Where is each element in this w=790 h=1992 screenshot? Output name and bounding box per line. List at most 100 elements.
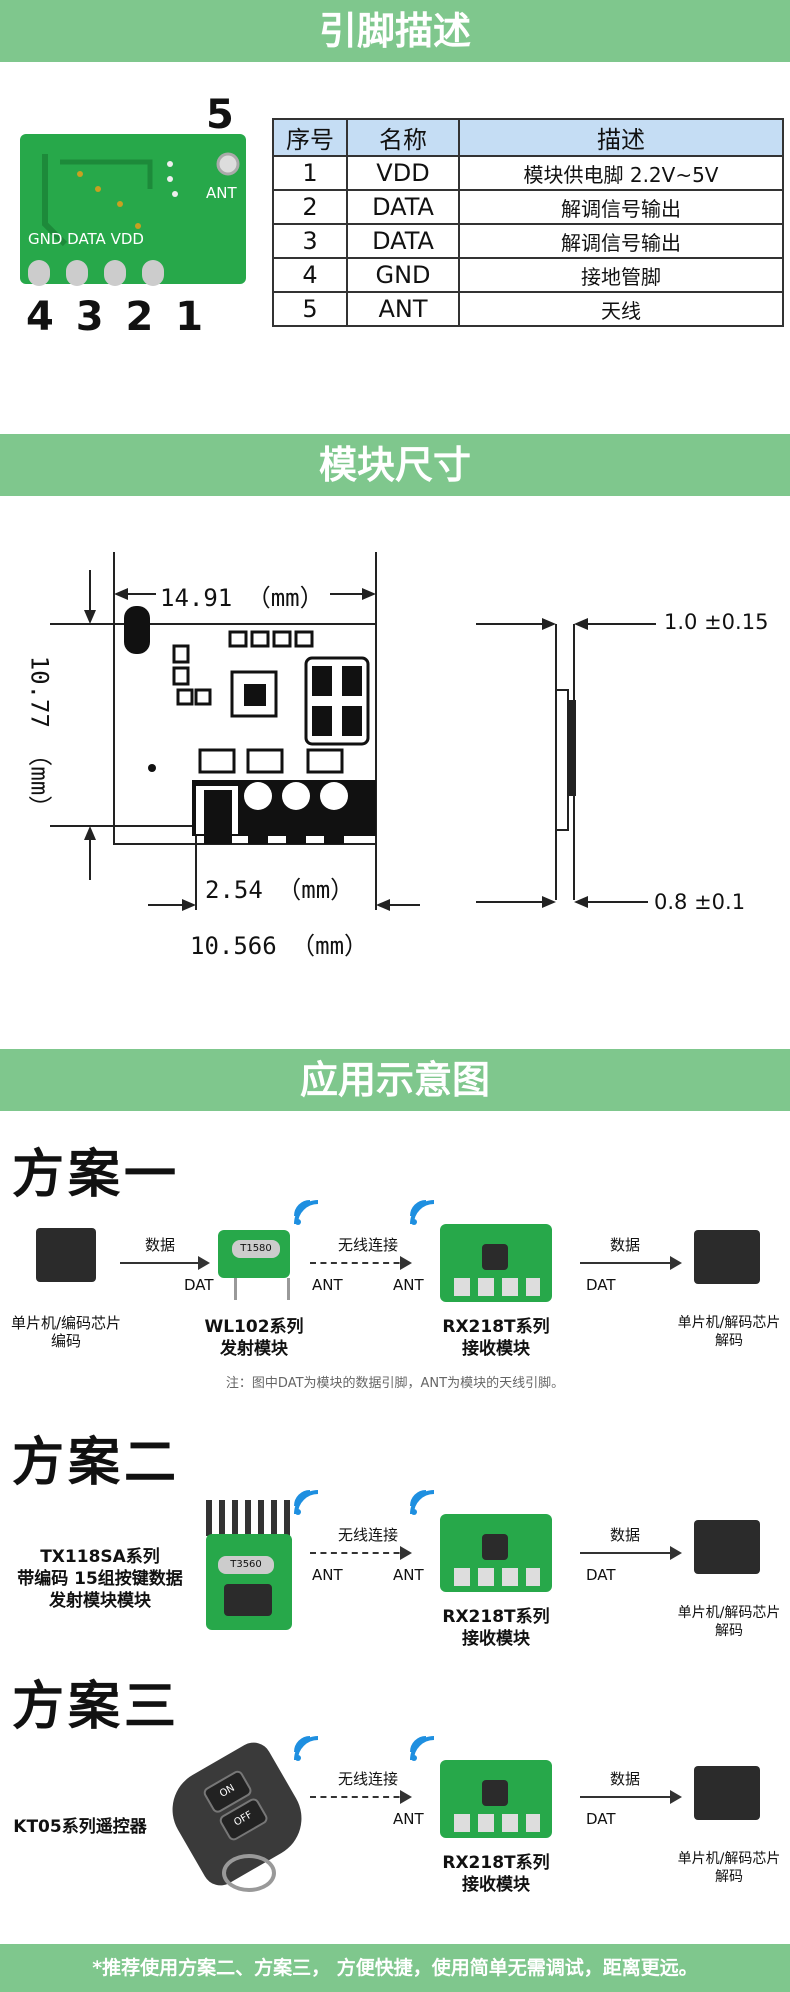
scheme3-left-label: KT05系列遥控器 (13, 1817, 147, 1837)
rx-pads (454, 1814, 540, 1832)
table-cell: 2 (272, 189, 348, 225)
table-cell: DATA (346, 189, 460, 225)
scheme2-right-label1: 单片机/解码芯片 (677, 1605, 781, 1621)
encoder-ic (224, 1584, 272, 1616)
decoder-chip (694, 1230, 760, 1284)
table-cell: 3 (272, 223, 348, 259)
ant-silk-label: ANT (206, 184, 237, 202)
scheme2-arrow3-bottom: DAT (586, 1566, 616, 1584)
scheme2-wireless-label: 无线连接 (338, 1526, 399, 1544)
scheme3-arrow3-top: 数据 (610, 1770, 641, 1788)
section-title-size: 模块尺寸 (0, 434, 790, 496)
tx118sa-module: T3560 (206, 1534, 292, 1630)
wifi-icon (410, 1200, 435, 1225)
pcb-traces (42, 152, 240, 247)
scheme1-wireless-label: 无线连接 (338, 1236, 399, 1254)
table-cell: GND (346, 257, 460, 293)
table-cell: DATA (346, 223, 460, 259)
scheme1-arrow3-top: 数据 (610, 1236, 641, 1254)
scheme1-left-label1: 单片机/编码芯片 (10, 1314, 122, 1332)
scheme3-ant-right: ANT (393, 1810, 424, 1828)
dim-thickness-top: 1.0 ±0.15 (664, 610, 769, 634)
scheme3-rx-sub: 接收模块 (462, 1875, 530, 1895)
pin-table-header: 序号 名称 描述 (272, 118, 784, 157)
col-header: 名称 (346, 118, 460, 157)
rx218t-module (440, 1224, 552, 1302)
col-header: 序号 (272, 118, 348, 157)
scheme2-right-label2: 解码 (715, 1623, 743, 1639)
tx-pins (234, 1278, 290, 1300)
scheme1-arrow1-bottom: DAT (184, 1276, 214, 1294)
scheme1-ant-right: ANT (393, 1276, 424, 1294)
col-header: 描述 (458, 118, 784, 157)
scheme3-arrow-output (580, 1790, 682, 1804)
tx118sa-header-pins (206, 1500, 290, 1536)
scheme2-rx-sub: 接收模块 (462, 1629, 530, 1649)
wifi-icon (410, 1736, 435, 1761)
scheme1-tx-sub: 发射模块 (220, 1339, 288, 1359)
scheme1-title: 方案一 (12, 1145, 181, 1205)
rx-chip (482, 1244, 508, 1270)
scheme1-arrow1-top: 数据 (145, 1236, 176, 1254)
wifi-icon (294, 1200, 319, 1225)
pin-numbers: 4 3 2 1 (26, 294, 208, 340)
pin-pads (28, 260, 168, 286)
scheme1-tx-name: WL102系列 (204, 1317, 304, 1337)
scheme2-ant-left: ANT (312, 1566, 343, 1584)
scheme3-right-label1: 单片机/解码芯片 (677, 1851, 781, 1867)
table-cell: 天线 (458, 291, 784, 327)
table-cell: 1 (272, 155, 348, 191)
scheme3-arrow3-bottom: DAT (586, 1810, 616, 1828)
scheme2-ant-right: ANT (393, 1566, 424, 1584)
keyring (222, 1854, 276, 1892)
table-cell: 4 (272, 257, 348, 293)
rx-chip (482, 1534, 508, 1560)
scheme1-arrow-output (580, 1256, 682, 1270)
pin-silk-labels: GND DATA VDD (28, 230, 144, 248)
scheme2-rx-name: RX218T系列 (442, 1607, 550, 1627)
section-title-pins: 引脚描述 (0, 0, 790, 62)
pin-pad (104, 260, 126, 286)
scheme2-arrow-output (580, 1546, 682, 1560)
dim-thickness-bottom: 0.8 ±0.1 (654, 890, 746, 914)
pin-diagram: 5 ANT GND DATA VDD 4 3 2 1 (10, 92, 260, 342)
table-cell: 解调信号输出 (458, 223, 784, 259)
rx-pads (454, 1568, 540, 1586)
table-row: 3 DATA 解调信号输出 (272, 223, 784, 259)
dimension-drawing (50, 552, 656, 911)
table-cell: VDD (346, 155, 460, 191)
crystal: T1580 (232, 1240, 280, 1258)
scheme1-rx-sub: 接收模块 (462, 1339, 530, 1359)
table-row: 1 VDD 模块供电脚 2.2V~5V (272, 155, 784, 191)
table-row: 2 DATA 解调信号输出 (272, 189, 784, 225)
scheme1-ant-left: ANT (312, 1276, 343, 1294)
scheme3-wireless-label: 无线连接 (338, 1770, 399, 1788)
scheme1-right-label2: 解码 (715, 1333, 743, 1349)
pin-table: 序号 名称 描述 1 VDD 模块供电脚 2.2V~5V 2 DATA 解调信号… (272, 118, 784, 327)
scheme2-arrow3-top: 数据 (610, 1526, 641, 1544)
table-cell: 解调信号输出 (458, 189, 784, 225)
scheme2-wireless-arrow (310, 1546, 412, 1560)
wifi-icon (410, 1490, 435, 1515)
table-cell: 模块供电脚 2.2V~5V (458, 155, 784, 191)
rx218t-module (440, 1514, 552, 1592)
crystal: T3560 (218, 1556, 274, 1574)
scheme1-arrow-data (120, 1256, 210, 1270)
recommendation-footer: *推荐使用方案二、方案三， 方便快捷，使用简单无需调试，距离更远。 (0, 1944, 790, 1992)
scheme3-right-label2: 解码 (715, 1869, 743, 1885)
scheme2-left-label2: 带编码 15组按键数据 (17, 1569, 183, 1589)
wl102-module: T1580 (218, 1230, 290, 1300)
table-row: 5 ANT 天线 (272, 291, 784, 327)
scheme1-left-label2: 编码 (50, 1332, 81, 1350)
scheme1-wireless-arrow (310, 1256, 412, 1270)
section-title-app: 应用示意图 (0, 1049, 790, 1111)
decoder-chip (694, 1520, 760, 1574)
scheme2-left-label1: TX118SA系列 (40, 1547, 160, 1567)
scheme1-arrow3-bottom: DAT (586, 1276, 616, 1294)
table-row: 4 GND 接地管脚 (272, 257, 784, 293)
dim-span-label: 10.566 （mm） (190, 932, 369, 960)
table-cell: 接地管脚 (458, 257, 784, 293)
encoder-chip (36, 1228, 96, 1282)
table-cell: 5 (272, 291, 348, 327)
pin-pad (66, 260, 88, 286)
